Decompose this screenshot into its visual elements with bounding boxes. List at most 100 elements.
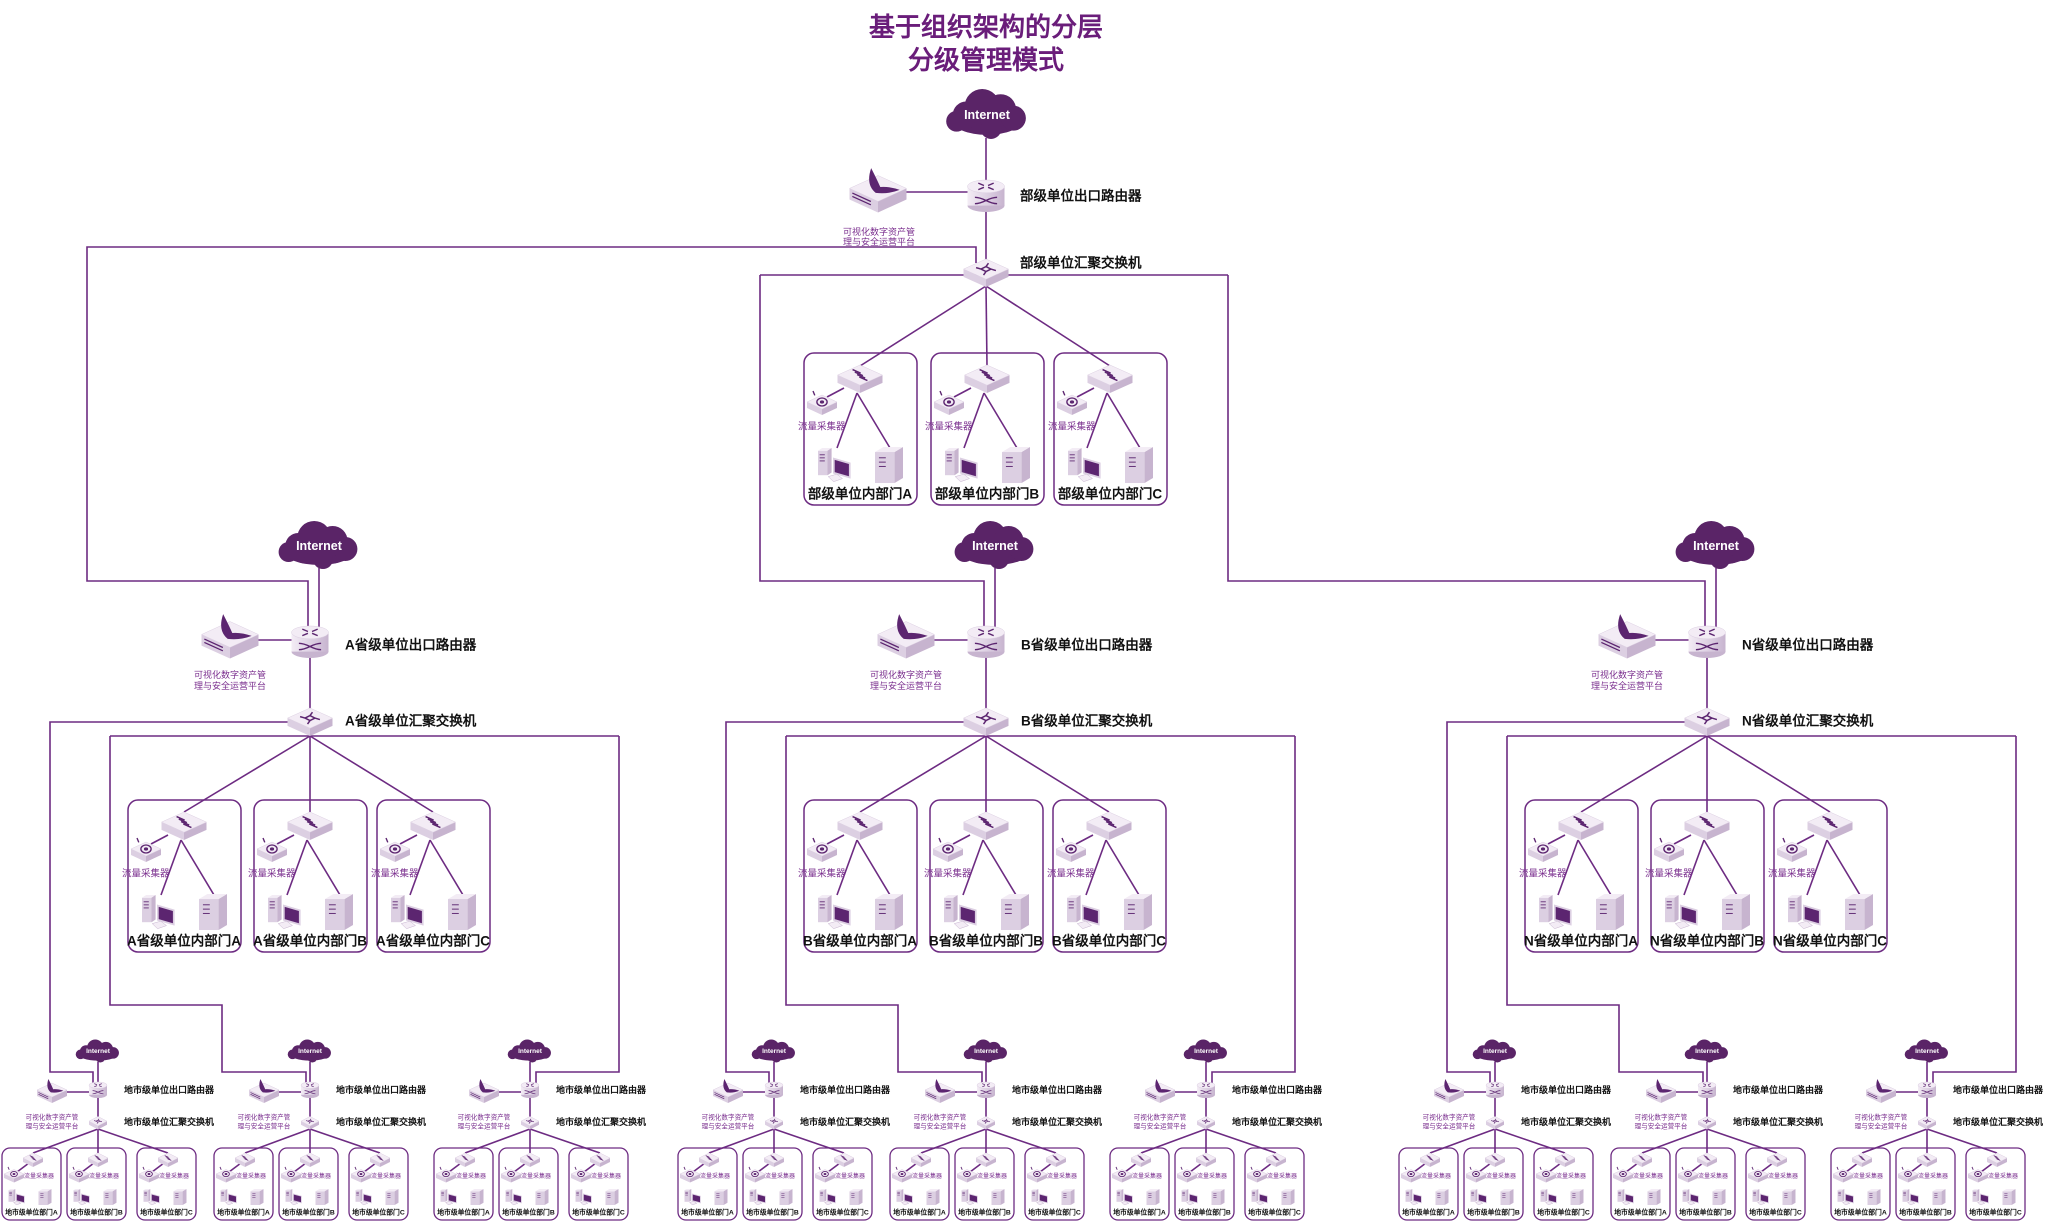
- access-switch-icon: [160, 811, 208, 840]
- connection-line: [32, 1128, 99, 1154]
- router-label: N省级单位出口路由器: [1742, 637, 1874, 653]
- workstation-icon: [818, 448, 851, 482]
- access-switch-icon: [1766, 1152, 1788, 1167]
- collector-label: 流量采集器: [89, 1172, 119, 1180]
- access-switch-icon: [1195, 1152, 1217, 1167]
- workstation-icon: [961, 1189, 978, 1206]
- platform-label: 可视化数字资产管: [1423, 1113, 1476, 1122]
- collector-label: 流量采集器: [24, 1172, 54, 1180]
- platform-label: 理与安全运营平台: [458, 1122, 511, 1131]
- internet-label: Internet: [972, 539, 1019, 553]
- connection-line: [785, 736, 983, 1083]
- traffic-collector-icon: [1026, 1166, 1048, 1183]
- internet-label: Internet: [974, 1048, 999, 1055]
- workstation-icon: [896, 1189, 913, 1206]
- access-switch-icon: [1851, 1152, 1873, 1167]
- connection-line: [409, 839, 431, 896]
- platform-label: 可视化数字资产管: [458, 1113, 511, 1122]
- connection-line: [1760, 1162, 1774, 1173]
- platform-label: 理与安全运营平台: [26, 1122, 79, 1131]
- connection-line: [757, 1162, 771, 1173]
- switch-label: 地市级单位汇聚交换机: [1953, 1116, 2043, 1127]
- switch-label: A省级单位汇聚交换机: [345, 713, 477, 729]
- traffic-collector-icon: [500, 1166, 522, 1183]
- traffic-collector-icon: [130, 837, 162, 862]
- department-label: 地市级单位部门B: [1178, 1208, 1231, 1217]
- collector-label: 流量采集器: [912, 1172, 942, 1180]
- workstation-icon: [684, 1189, 701, 1206]
- traffic-collector-icon: [1776, 837, 1808, 862]
- aggregation-switch-icon: [1485, 1116, 1505, 1130]
- platform-label: 可视化数字资产管: [26, 1113, 79, 1122]
- internet-label: Internet: [1483, 1048, 1508, 1055]
- traffic-collector-icon: [350, 1166, 372, 1183]
- router-icon: [300, 1081, 320, 1099]
- connection-line: [969, 1162, 983, 1173]
- access-switch-icon: [910, 1152, 932, 1167]
- workstation-icon: [1181, 1189, 1198, 1206]
- server-icon: [1867, 1189, 1881, 1205]
- connection-line: [1413, 1162, 1427, 1173]
- department-label: 地市级单位部门C: [140, 1208, 193, 1217]
- connection-line: [982, 839, 1017, 896]
- department-box-border: [1463, 1147, 1524, 1221]
- connection-line: [985, 285, 1111, 367]
- department-box-border: [1895, 1147, 1956, 1221]
- switch-label: 地市级单位汇聚交换机: [1521, 1116, 1611, 1127]
- traffic-collector-icon: [280, 1166, 302, 1183]
- access-switch-icon: [157, 1152, 179, 1167]
- department-label: 地市级单位部门C: [1969, 1208, 2022, 1217]
- connection-line: [985, 1128, 1057, 1154]
- connection-line: [1845, 1162, 1859, 1173]
- collector-label: 流量采集器: [798, 421, 846, 433]
- asset-management-platform-icon: [248, 1079, 280, 1103]
- collector-label: 流量采集器: [1768, 868, 1816, 880]
- connection-line: [513, 1162, 527, 1173]
- traffic-collector-icon: [933, 390, 965, 415]
- aggregation-switch-icon: [300, 1116, 320, 1130]
- connection-line: [86, 246, 977, 626]
- department-label: B省级单位内部门A: [803, 933, 917, 949]
- switch-label: 部级单位汇聚交换机: [1020, 255, 1142, 271]
- collector-label: 流量采集器: [924, 868, 972, 880]
- connection-line: [1039, 1162, 1053, 1173]
- department-box-border: [1398, 1147, 1459, 1221]
- department-box-border: [253, 799, 368, 953]
- internet-label: Internet: [1915, 1048, 1940, 1055]
- traffic-collector-icon: [435, 1166, 457, 1183]
- access-switch-icon: [286, 811, 334, 840]
- asset-management-platform-icon: [1597, 614, 1657, 659]
- department-label: 地市级单位部门B: [1467, 1208, 1520, 1217]
- router-icon: [976, 1081, 996, 1099]
- internet-label: Internet: [296, 539, 343, 553]
- connection-line: [180, 839, 215, 896]
- department-label: N省级单位内部门B: [1650, 933, 1764, 949]
- connection-line: [1075, 834, 1094, 845]
- workstation-icon: [1617, 1189, 1634, 1206]
- access-switch-icon: [369, 1152, 391, 1167]
- server-icon: [38, 1189, 52, 1205]
- router-label: 地市级单位出口路由器: [1521, 1084, 1612, 1095]
- connection-line: [306, 839, 341, 896]
- access-switch-icon: [22, 1152, 44, 1167]
- collector-label: 流量采集器: [159, 1172, 189, 1180]
- department-box-border: [1773, 799, 1888, 953]
- router-label: 地市级单位出口路由器: [556, 1084, 647, 1095]
- workstation-icon: [143, 1189, 160, 1206]
- server-icon: [1570, 1189, 1584, 1205]
- connection-line: [1926, 1128, 1998, 1154]
- internet-cloud-icon: Internet: [1684, 1039, 1728, 1063]
- connection-line: [856, 392, 891, 449]
- router-icon: [520, 1081, 540, 1099]
- department-label: 地市级单位部门B: [958, 1208, 1011, 1217]
- aggregation-switch-icon: [1917, 1116, 1937, 1130]
- department-box-border: [1675, 1147, 1736, 1221]
- collector-label: 流量采集器: [925, 421, 973, 433]
- server-icon: [926, 1189, 940, 1205]
- connection-line: [1861, 1128, 1928, 1154]
- department-label: 地市级单位部门C: [816, 1208, 869, 1217]
- collector-label: 流量采集器: [1267, 1172, 1297, 1180]
